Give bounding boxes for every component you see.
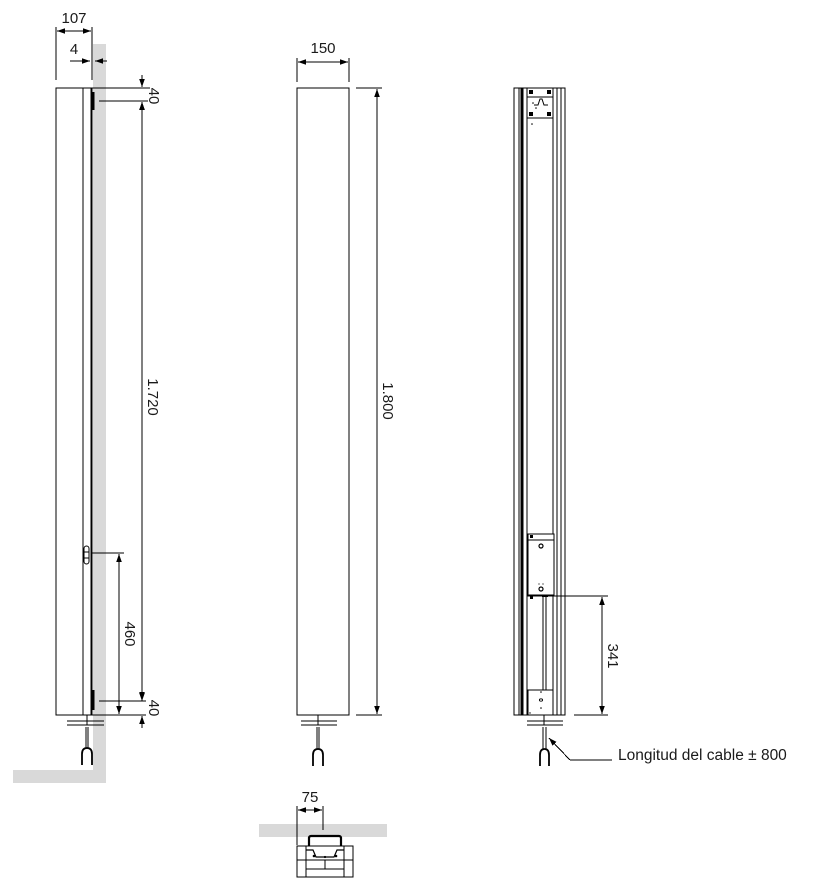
plug-icon: [81, 747, 93, 765]
dim-height: 1.800: [379, 382, 396, 420]
connector-icon: [83, 545, 90, 565]
dim-depth-total: 107: [61, 10, 86, 27]
dim-width: 150: [310, 40, 335, 57]
dim-driver-height: 341: [604, 643, 621, 668]
top-view: 75: [259, 789, 387, 878]
plug-icon: [539, 748, 550, 766]
plug-icon: [312, 748, 324, 766]
wall-section-plan: [259, 824, 387, 837]
top-mounting-plate: [526, 87, 554, 125]
front-view: 150 1.800: [296, 40, 396, 766]
cable-length-note: Longitud del cable ± 800: [618, 747, 787, 764]
front-panel-body: [296, 87, 350, 716]
dim-bracket-depth: 75: [302, 789, 319, 806]
dim-gap: 4: [70, 41, 78, 58]
bracket-section: [296, 834, 354, 878]
dim-bottom-offset: 40: [145, 700, 162, 717]
side-view: 107 4 40 1.720 460 40: [13, 10, 162, 783]
dim-bracket-spacing: 1.720: [144, 378, 161, 416]
dim-top-offset: 40: [145, 88, 162, 105]
junction-box: [527, 689, 554, 716]
cable-note-leader: [548, 737, 571, 761]
side-panel-body: [55, 87, 93, 716]
dim-connector-height: 460: [121, 621, 138, 646]
floor-section: [13, 770, 106, 783]
back-view: 341 Longitud del cable ± 800: [513, 87, 787, 766]
driver-box: [527, 533, 555, 599]
wall-section: [93, 44, 106, 783]
